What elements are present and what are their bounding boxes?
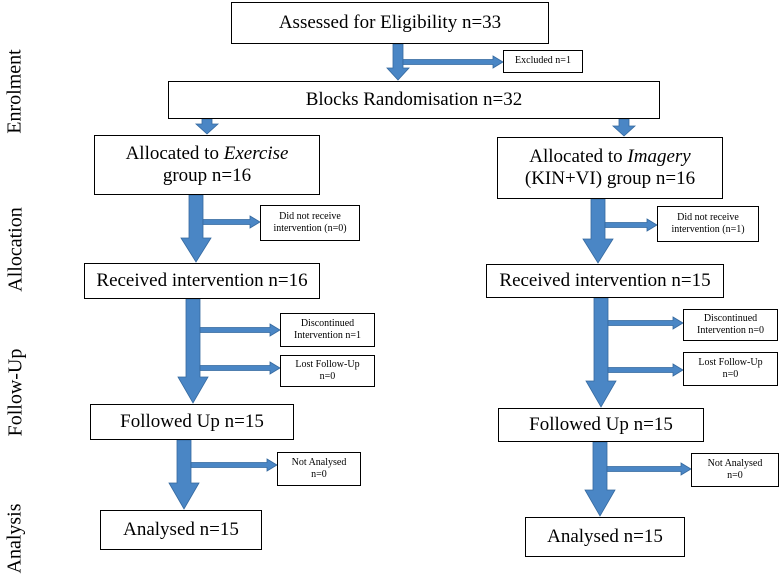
exercise-allocated-line1: Allocated to Exercise [125,143,289,165]
stage-label-enrolment: Enrolment [3,49,26,134]
arrow-imagery-not-received [604,218,658,232]
imagery-not-received-line1: Did not receive [677,211,739,223]
arrow-randomisation-to-imagery [611,118,637,137]
arrow-exercise-followed-to-analysed [168,439,200,510]
arrow-exercise-not-analysed [190,458,278,472]
exercise-discontinued-box: Discontinued Intervention n=1 [280,313,375,347]
arrow-exercise-allocated-to-received [180,194,212,263]
exercise-group-name: Exercise [223,143,289,165]
imagery-lost-box: Lost Follow-Up n=0 [683,352,778,386]
exercise-followed-box: Followed Up n=15 [90,404,294,440]
arrow-exercise-received-to-followed [177,298,209,404]
exercise-allocated-line2: group n=16 [162,165,252,186]
arrow-imagery-followed-to-analysed [584,441,616,517]
assessed-eligibility-text: Assessed for Eligibility n=33 [278,12,502,34]
stage-label-analysis: Analysis [3,503,26,574]
exercise-received-box: Received intervention n=16 [84,263,320,299]
arrow-imagery-lost [607,363,684,377]
exercise-discontinued-line1: Discontinued [300,317,355,329]
excluded-text: Excluded n=1 [515,55,571,67]
imagery-allocated-line2: (KIN+VI) group n=16 [524,168,696,189]
exercise-discontinued-line2: Intervention n=1 [293,330,361,341]
exercise-followed-text: Followed Up n=15 [120,411,264,433]
imagery-not-received-line2: intervention (n=1) [671,224,745,235]
exercise-not-received-box: Did not receive intervention (n=0) [260,205,360,241]
exercise-lost-line2: n=0 [319,371,336,382]
exercise-analysed-box: Analysed n=15 [100,510,262,550]
imagery-discontinued-line2: Intervention n=0 [696,325,764,336]
imagery-not-analysed-line2: n=0 [727,470,743,481]
imagery-not-analysed-line1: Not Analysed [707,457,763,469]
exercise-not-received-line1: Did not receive [279,210,341,222]
exercise-received-text: Received intervention n=16 [96,270,308,292]
exercise-not-received-line2: intervention (n=0) [273,223,347,234]
exercise-not-analysed-line1: Not Analysed [291,456,347,468]
imagery-group-name: Imagery [627,146,691,168]
arrow-randomisation-to-exercise [194,118,220,135]
arrow-imagery-received-to-followed [585,297,617,408]
arrow-imagery-discontinued [607,316,684,330]
arrow-imagery-allocated-to-received [582,198,614,264]
stage-label-allocation: Allocation [4,207,27,292]
stage-label-follow-up: Follow-Up [4,348,27,437]
exercise-lost-line1: Lost Follow-Up [295,358,360,370]
arrow-exercise-lost [199,361,281,375]
exercise-analysed-text: Analysed n=15 [123,519,239,541]
excluded-box: Excluded n=1 [503,50,583,73]
assessed-eligibility-box: Assessed for Eligibility n=33 [231,2,549,44]
imagery-lost-line1: Lost Follow-Up [698,356,763,368]
imagery-discontinued-line1: Discontinued [703,312,758,324]
imagery-analysed-box: Analysed n=15 [525,517,685,557]
arrow-assessed-to-randomisation [386,43,410,81]
exercise-allocated-box: Allocated to Exercise group n=16 [94,135,320,195]
randomisation-box: Blocks Randomisation n=32 [168,81,660,119]
imagery-allocated-box: Allocated to Imagery (KIN+VI) group n=16 [497,137,723,199]
imagery-not-received-box: Did not receive intervention (n=1) [657,206,759,242]
exercise-not-analysed-box: Not Analysed n=0 [277,452,361,486]
arrow-to-excluded [402,55,504,69]
imagery-followed-text: Followed Up n=15 [529,414,673,436]
imagery-discontinued-box: Discontinued Intervention n=0 [683,309,778,341]
exercise-lost-box: Lost Follow-Up n=0 [280,355,375,387]
imagery-analysed-text: Analysed n=15 [547,526,663,548]
exercise-not-analysed-line2: n=0 [311,469,327,480]
arrow-imagery-not-analysed [606,462,692,476]
imagery-allocated-line1: Allocated to Imagery [529,146,691,168]
imagery-not-analysed-box: Not Analysed n=0 [691,453,779,487]
imagery-received-text: Received intervention n=15 [499,270,711,292]
randomisation-text: Blocks Randomisation n=32 [305,89,523,111]
arrow-exercise-discontinued [199,323,281,337]
imagery-received-box: Received intervention n=15 [486,264,724,298]
imagery-followed-box: Followed Up n=15 [498,408,704,442]
imagery-lost-line2: n=0 [722,369,739,380]
arrow-exercise-not-received [202,215,261,229]
